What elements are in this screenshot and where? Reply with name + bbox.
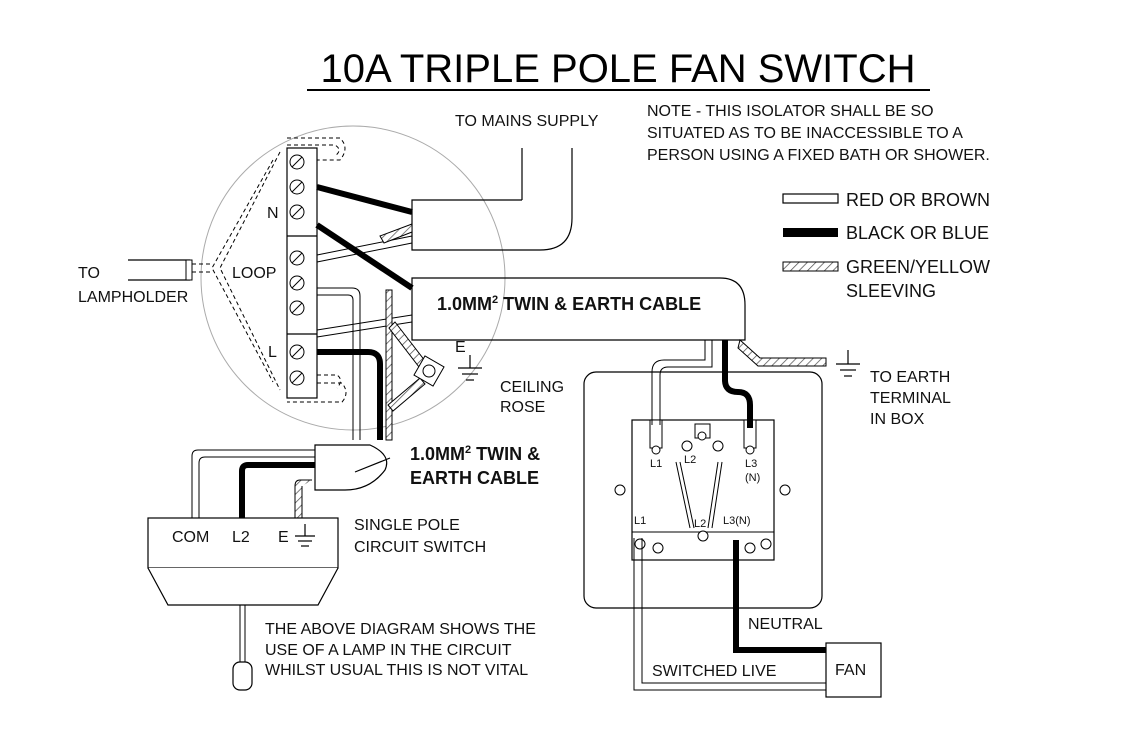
label-terminal: TERMINAL [870,390,951,407]
legend-swatch-red-brown [782,193,839,204]
fan-switch-label-l2-bottom: L2 [694,518,706,530]
legend-label-green-yellow: GREEN/YELLOW [846,257,990,277]
label-ceiling: CEILING [500,379,564,396]
note-line-3: PERSON USING A FIXED BATH OR SHOWER. [647,147,990,164]
switch-label-com: COM [172,529,209,546]
fan-switch-label-l1-top: L1 [650,458,662,470]
label-to-mains-supply: TO MAINS SUPPLY [455,113,599,130]
rose-earth-terminal [413,355,445,387]
label-main-cable: 1.0MM2 TWIN & EARTH CABLE [437,294,701,314]
label-single-pole: SINGLE POLE [354,517,460,534]
box-earth-icon [836,350,860,377]
fan-switch-label-l3n-bottom: L3(N) [723,515,751,527]
lamp-pendant [232,605,253,691]
rose-label-n: N [267,205,279,222]
note-line-2: SITUATED AS TO BE INACCESSIBLE TO A [647,125,963,142]
switch-earth-icon [295,524,315,547]
fan-switch-label-l1-bottom: L1 [634,515,646,527]
label-rose: ROSE [500,399,545,416]
note-above-2: USE OF A LAMP IN THE CIRCUIT [265,642,512,659]
rose-black-wires [315,184,414,440]
legend-swatch-black-blue [783,228,838,237]
fan-switch-label-l2-top: L2 [684,454,696,466]
note-above-3: WHILST USUAL THIS IS NOT VITAL [265,662,528,679]
terminal-block [286,147,318,399]
switch-label-e: E [278,529,289,546]
rose-label-e: E [455,339,466,356]
label-fan: FAN [835,662,866,679]
switch-wires [191,449,315,519]
legend-swatch-green-yellow [782,261,839,272]
label-small-cable-2: EARTH CABLE [410,468,539,488]
mains-supply-cable [411,148,573,251]
legend: RED OR BROWN BLACK OR BLUE GREEN/YELLOW … [782,190,990,301]
note-line-1: NOTE - THIS ISOLATOR SHALL BE SO [647,103,934,120]
single-pole-switch [147,517,339,606]
rose-earth-sleeving [379,223,433,441]
label-to: TO [78,265,100,282]
fan-switch-supply-wires [651,339,827,428]
switch-label-l2: L2 [232,529,250,546]
note-above-1: THE ABOVE DIAGRAM SHOWS THE [265,621,536,638]
label-lampholder: LAMPHOLDER [78,289,188,306]
label-circuit-switch: CIRCUIT SWITCH [354,539,486,556]
legend-label-sleeving: SLEEVING [846,281,936,301]
rose-earth-icon [458,355,482,381]
small-twin-earth-cable [314,444,391,491]
label-neutral: NEUTRAL [748,616,823,633]
fan-switch-label-l3-top: L3 [745,458,757,470]
rose-label-loop: LOOP [232,265,276,282]
fan-box [825,642,882,698]
fan-output-wires [633,538,826,691]
rose-label-l: L [268,344,277,361]
diagram-title: 10A TRIPLE POLE FAN SWITCH [321,47,916,91]
lampholder-flex [128,259,193,281]
fan-switch-label-n-top: (N) [745,472,760,484]
rose-dashed-links [192,137,347,403]
label-to-earth: TO EARTH [870,369,950,386]
legend-label-black-blue: BLACK OR BLUE [846,223,989,243]
label-switched-live: SWITCHED LIVE [652,663,776,680]
label-in-box: IN BOX [870,411,925,428]
label-small-cable-1: 1.0MM2 TWIN & [410,444,540,464]
legend-label-red-brown: RED OR BROWN [846,190,990,210]
fan-switch-box [583,371,823,609]
